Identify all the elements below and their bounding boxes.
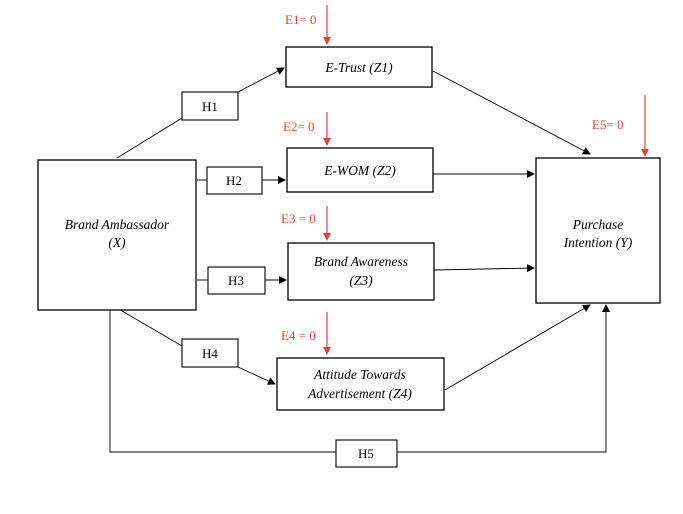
hypothesis-box-h4 <box>181 338 239 368</box>
hypothesis-box-h3 <box>207 266 266 295</box>
edge-x-h1 <box>116 117 183 159</box>
edge-h5-y <box>397 304 610 453</box>
edge-z1-y <box>432 70 591 155</box>
hypothesis-box-h2 <box>206 166 263 195</box>
hypothesis-label-h5: H5 <box>358 446 374 461</box>
error-label-e1: E1= 0 <box>285 12 317 27</box>
edge-x-h4 <box>116 307 183 347</box>
edge-z3-y <box>432 264 535 273</box>
hypothesis-label-h2: H2 <box>226 173 242 188</box>
edge-h1-z1 <box>237 67 285 93</box>
node-attitude-label-2: Advertisement (Z4) <box>307 386 412 401</box>
node-brand-awareness-label-1: Brand Awareness <box>314 254 408 269</box>
node-brand-ambassador-label-2: (X) <box>108 235 126 250</box>
hypothesis-label-h1: H1 <box>202 99 218 114</box>
node-attitude-towards-advertisement <box>276 357 445 411</box>
edge-x-h5 <box>109 310 336 453</box>
edge-z4-y <box>444 304 591 391</box>
node-e-trust <box>285 46 433 88</box>
node-purchase-intention-label-1: Purchase <box>572 217 624 232</box>
node-brand-awareness <box>287 242 435 301</box>
edge-h4-z4 <box>237 366 276 385</box>
hypothesis-label-h3: H3 <box>228 273 244 288</box>
node-brand-awareness-label-2: (Z3) <box>349 273 373 288</box>
node-brand-ambassador <box>37 159 197 311</box>
node-e-wom-label: E-WOM (Z2) <box>323 163 396 178</box>
error-label-e2: E2= 0 <box>283 119 315 134</box>
hypothesis-label-h4: H4 <box>202 346 218 361</box>
error-label-e4: E4 = 0 <box>281 328 316 343</box>
node-purchase-intention-label-2: Intention (Y) <box>563 235 633 250</box>
hypothesis-box-h1 <box>181 91 239 121</box>
node-purchase-intention <box>535 157 661 304</box>
hypothesis-box-h5 <box>335 439 398 468</box>
node-attitude-label-1: Attitude Towards <box>313 367 406 382</box>
node-e-trust-label: E-Trust (Z1) <box>324 60 393 75</box>
error-label-e5: E5= 0 <box>592 117 624 132</box>
error-label-e3: E3 = 0 <box>281 211 316 226</box>
node-e-wom <box>286 147 434 193</box>
node-brand-ambassador-label-1: Brand Ambassador <box>65 217 170 232</box>
